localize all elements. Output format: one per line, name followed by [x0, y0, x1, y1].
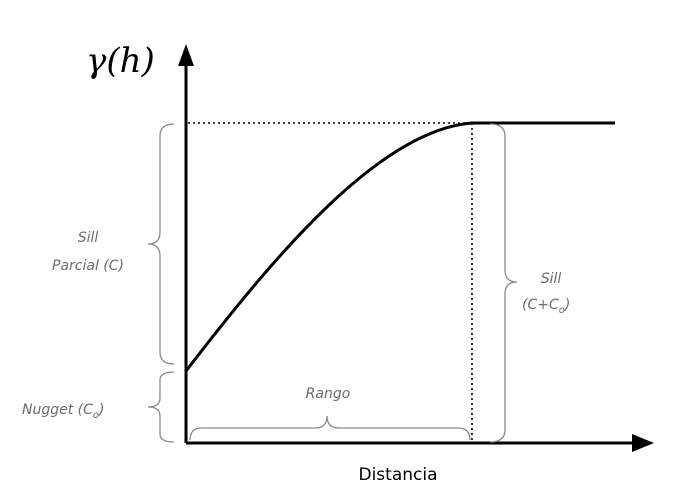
range-brace — [189, 415, 471, 441]
range-label: Rango — [306, 386, 351, 402]
total-sill-label-line2: (C+Co) — [522, 297, 570, 316]
x-axis-label: Distancia — [358, 465, 437, 485]
total-sill-label-line1: Sill — [541, 271, 562, 287]
nugget-brace — [147, 371, 175, 443]
partial-sill-label-line1: Sill — [78, 230, 99, 246]
y-axis-label: γ(h) — [86, 41, 155, 81]
y-axis-arrowhead — [178, 44, 194, 66]
partial-sill-brace — [147, 123, 175, 365]
nugget-label: Nugget (Co) — [22, 402, 105, 421]
total-sill-brace — [489, 123, 518, 443]
x-axis-arrowhead — [632, 434, 654, 452]
variogram-curve — [184, 121, 615, 372]
partial-sill-label-line2: Parcial (C) — [52, 258, 124, 274]
